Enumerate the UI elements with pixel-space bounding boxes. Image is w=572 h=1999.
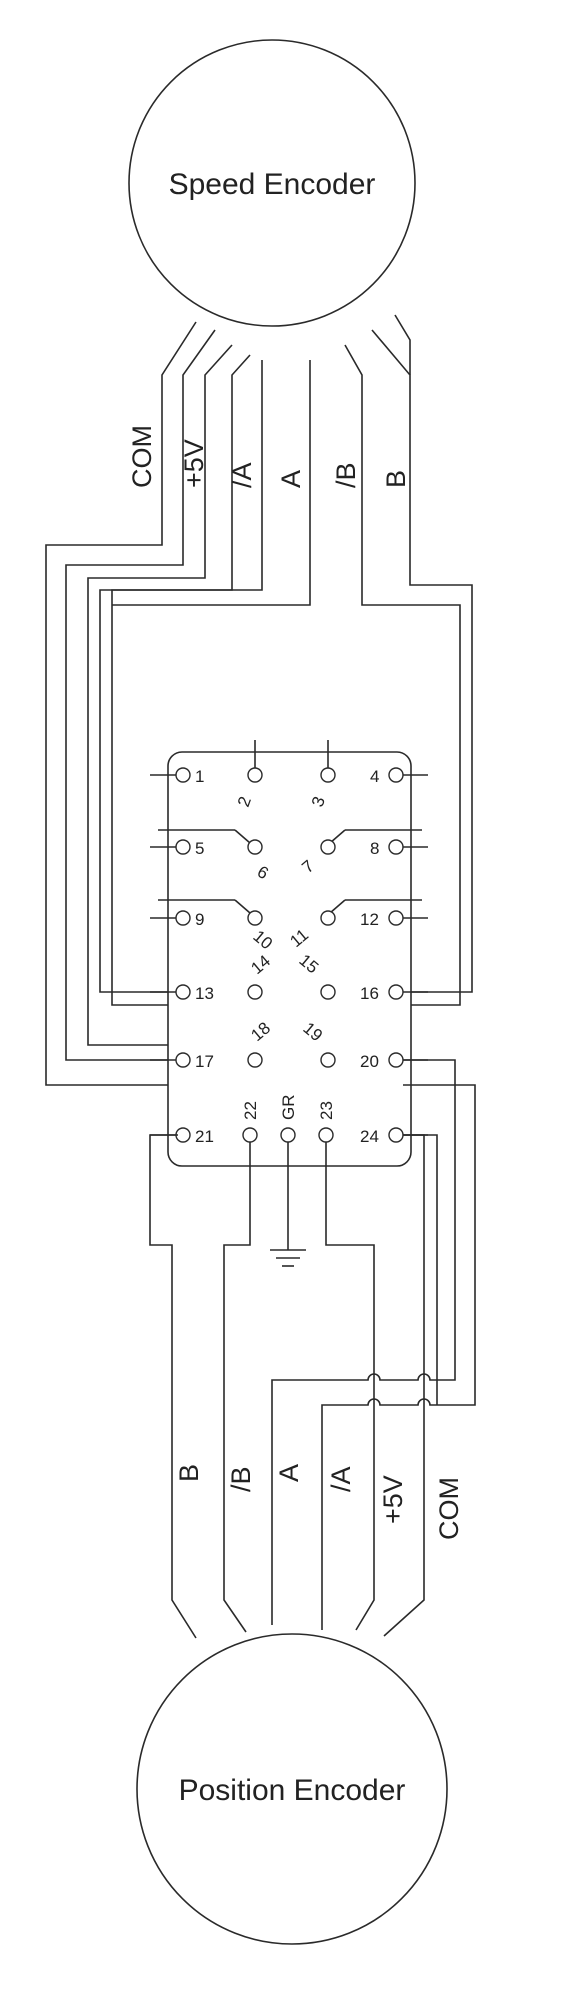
pos-label-a: A <box>274 1464 304 1482</box>
wire-speed-com <box>45 321 197 1086</box>
pin-22 <box>242 1127 258 1143</box>
pin-label-17: 17 <box>195 1052 214 1071</box>
pin-2 <box>247 767 263 783</box>
speed-label-5v: +5V <box>179 439 209 488</box>
pin-label-gr: GR <box>279 1095 298 1121</box>
pin-20 <box>388 1052 404 1068</box>
pos-label-5v: +5V <box>378 1475 408 1524</box>
pin-12 <box>388 910 404 926</box>
pin-6 <box>247 839 263 855</box>
pos-label-b: B <box>174 1464 204 1482</box>
pin-23 <box>318 1127 334 1143</box>
pin-gr <box>280 1127 296 1143</box>
pin-5 <box>175 839 191 855</box>
speed-encoder-circle <box>128 39 416 327</box>
wire-pos-com <box>403 1134 438 1405</box>
connector-stubs <box>150 740 428 1136</box>
pin-17 <box>175 1052 191 1068</box>
pin-14 <box>247 984 263 1000</box>
pin-1 <box>175 767 191 783</box>
pin-label-9: 9 <box>195 910 204 929</box>
pin-8 <box>388 839 404 855</box>
wire-pos-b <box>149 1134 197 1639</box>
connector-body <box>167 751 412 1167</box>
speed-label-b: B <box>381 470 411 488</box>
pin-label-1: 1 <box>195 767 204 786</box>
speed-encoder-label: Speed Encoder <box>169 168 376 201</box>
connector-pins <box>175 767 404 1143</box>
pos-label-na: /A <box>326 1466 356 1492</box>
pin-15 <box>320 984 336 1000</box>
position-wire-labels: B /B A /A +5V COM <box>174 1464 464 1540</box>
wire-speed-com-b <box>65 329 216 1061</box>
pin-label-22: 22 <box>241 1101 260 1120</box>
pin-16 <box>388 984 404 1000</box>
pin-9 <box>175 910 191 926</box>
pin-10 <box>247 910 263 926</box>
pin-13 <box>175 984 191 1000</box>
speed-label-na: /A <box>227 462 257 488</box>
speed-wire-labels: COM +5V /A A /B B <box>127 425 411 488</box>
ground-icon <box>270 1142 306 1267</box>
position-encoder-label: Position Encoder <box>179 1774 406 1807</box>
pos-label-nb: /B <box>226 1466 256 1492</box>
pin-18 <box>247 1052 263 1068</box>
pin-label-4: 4 <box>370 767 379 786</box>
wire-pos-na2 <box>321 1084 476 1630</box>
pin-24 <box>388 1127 404 1143</box>
pin-7 <box>320 839 336 855</box>
pin-4 <box>388 767 404 783</box>
wire-pos-a <box>271 1059 456 1625</box>
wire-speed-a <box>112 360 311 606</box>
pin-label-12: 12 <box>360 910 379 929</box>
pin-label-13: 13 <box>195 984 214 1003</box>
wire-pos-na <box>325 1142 375 1631</box>
position-encoder-circle <box>136 1633 448 1945</box>
pin-19 <box>320 1052 336 1068</box>
wire-pos-nb <box>223 1142 251 1633</box>
speed-label-com: COM <box>127 425 157 488</box>
pin-label-20: 20 <box>360 1052 379 1071</box>
pin-label-23: 23 <box>317 1101 336 1120</box>
pin-label-5: 5 <box>195 839 204 858</box>
wire-pos-5v <box>383 1134 425 1637</box>
wire-speed-b <box>371 329 473 993</box>
pin-label-8: 8 <box>370 839 379 858</box>
pin-21 <box>175 1127 191 1143</box>
speed-label-nb: /B <box>331 462 361 488</box>
pin-label-21: 21 <box>195 1127 214 1146</box>
pin-3 <box>320 767 336 783</box>
wire-speed-b2 <box>394 314 411 375</box>
pin-label-16: 16 <box>360 984 379 1003</box>
position-encoder-wires <box>149 1059 476 1639</box>
pin-11 <box>320 910 336 926</box>
pos-label-com: COM <box>434 1477 464 1540</box>
pin-label-24: 24 <box>360 1127 379 1146</box>
speed-label-a: A <box>276 470 306 488</box>
